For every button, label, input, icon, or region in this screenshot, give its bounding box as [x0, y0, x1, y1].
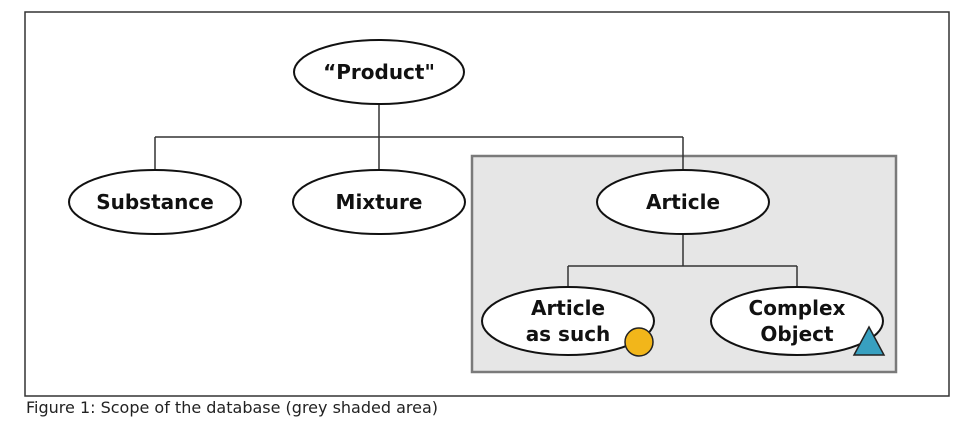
complex-object-label-line2: Object [760, 322, 834, 346]
product-ellipse [293, 39, 465, 105]
substance-ellipse [68, 169, 242, 235]
article-as-such-ellipse [481, 286, 655, 356]
circle-icon [624, 327, 654, 357]
scope-diagram: “Product" Substance Mixture Article Arti… [24, 11, 950, 397]
figure-caption: Figure 1: Scope of the database (grey sh… [26, 398, 439, 417]
article-as-such-label-line1: Article [531, 296, 605, 320]
mixture-label: Mixture [336, 190, 423, 214]
article-as-such-label-line2: as such [526, 322, 611, 346]
complex-object-label-line1: Complex [749, 296, 846, 320]
article-as-such-node: Article as such [481, 286, 655, 357]
complex-object-node: Complex Object [710, 286, 886, 356]
article-ellipse [596, 169, 770, 235]
substance-node: Substance [68, 169, 242, 235]
product-node: “Product" [293, 39, 465, 105]
connector-lines [154, 104, 798, 287]
mixture-ellipse [292, 169, 466, 235]
article-node: Article [596, 169, 770, 235]
complex-object-ellipse [710, 286, 884, 356]
substance-label: Substance [96, 190, 214, 214]
mixture-node: Mixture [292, 169, 466, 235]
product-label: “Product" [323, 60, 435, 84]
article-label: Article [646, 190, 720, 214]
triangle-icon [852, 325, 886, 356]
